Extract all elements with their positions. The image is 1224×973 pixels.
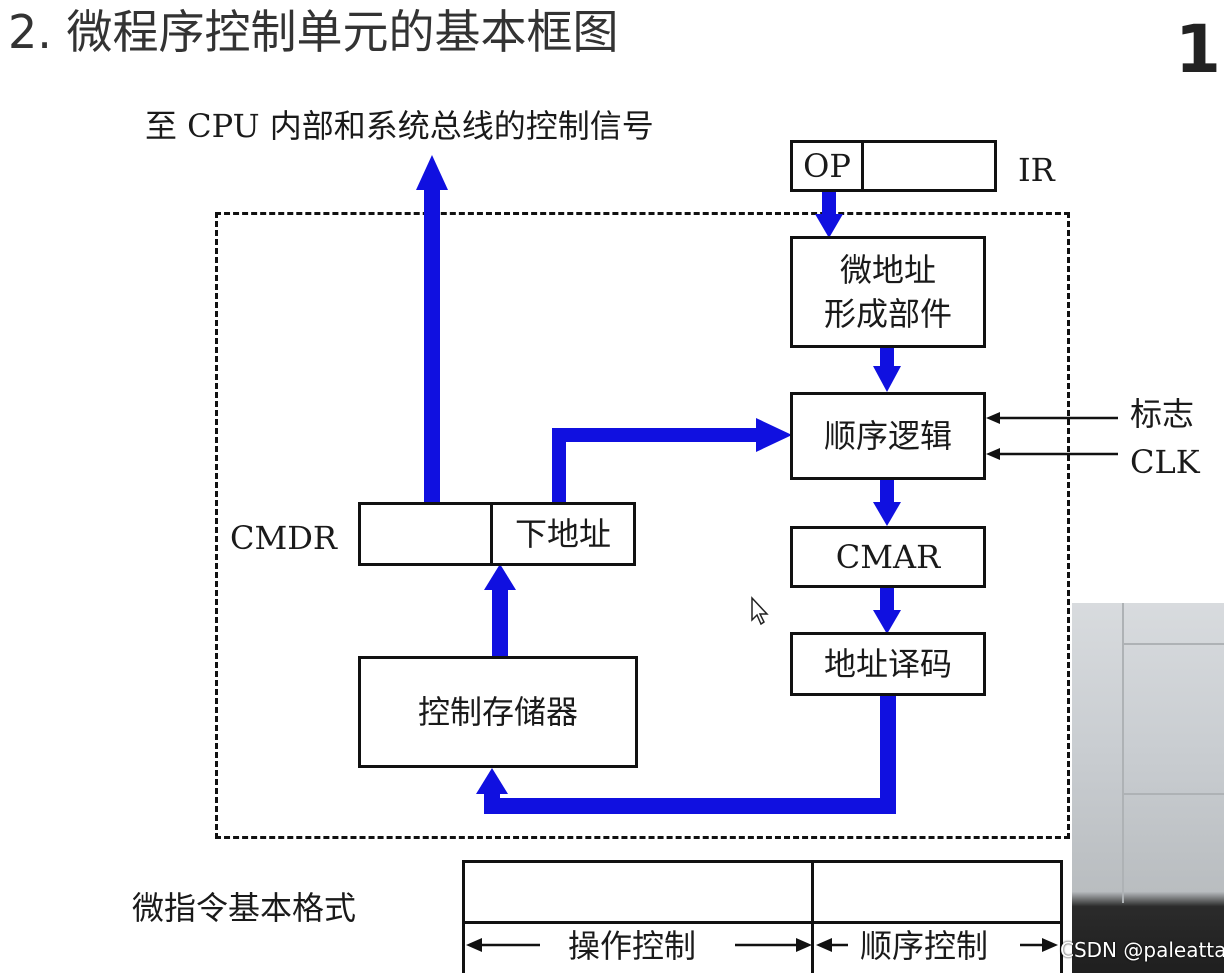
format-right-tick [1060,924,1063,973]
control-store: 控制存储器 [358,656,638,768]
ir-op-field: OP [790,140,864,192]
micro-address-unit-line2: 形成部件 [823,295,952,333]
microinstruction-format-label: 微指令基本格式 [132,889,357,927]
clk-label: CLK [1130,443,1200,481]
clk-arrow-head [986,448,1000,460]
ir-rest-field [861,140,997,192]
seq-control-arrow-left-head [816,938,832,952]
flag-label: 标志 [1130,395,1195,433]
output-signal-label: 至 CPU 内部和系统总线的控制信号 [145,107,654,145]
seq-arrow-shaft [880,478,894,504]
op-control-arrow-left-head [466,938,482,952]
ir-label: IR [1018,151,1055,189]
format-seq-control-field [811,860,1063,924]
seq-control-label: 顺序控制 [856,926,993,966]
decode-arrow-down [880,694,896,814]
cs-arrow-shaft [492,586,508,658]
cmar-register: CMAR [790,526,986,588]
op-control-arrow-right-head [796,938,812,952]
micro-address-unit: 微地址 形成部件 [790,236,986,348]
decode-arrow-head [476,768,508,794]
cpu-signal-arrow-shaft [424,188,440,504]
next-addr-arrow-up [552,428,566,504]
sequence-logic: 顺序逻辑 [790,392,986,480]
seq-arrow-head [873,502,901,526]
cmdr-label: CMDR [230,519,337,557]
format-left-tick [462,924,465,973]
cs-arrow-head [484,564,516,590]
watermark: CSDN @paleatta [1060,938,1224,962]
address-decoder: 地址译码 [790,632,986,696]
control-unit-boundary [215,212,1070,839]
maddr-arrow-head [873,366,901,392]
cmar-arrow-head [873,610,901,634]
next-addr-arrow-head [756,418,792,452]
op-arrow-head [815,214,843,238]
seq-control-arrow-right-head [1042,938,1058,952]
cmdr-control-field [358,502,494,566]
next-address-field: 下地址 [490,502,636,566]
flag-arrow-head [986,412,1000,424]
cpu-signal-arrow-head [416,155,448,190]
format-op-control-field [462,860,814,924]
op-arrow-shaft [822,190,836,216]
format-mid-tick [811,924,814,973]
decode-arrow-up [484,790,500,814]
page-title: 2. 微程序控制单元的基本框图 [8,5,619,59]
maddr-arrow-shaft [880,346,894,368]
next-addr-arrow-across [552,428,758,442]
webcam-overlay [1072,603,1224,973]
page-number: 1 [1175,11,1221,88]
micro-address-unit-line1: 微地址 [839,251,936,289]
cmar-arrow-shaft [880,586,894,612]
decode-arrow-across [484,798,896,814]
op-control-label: 操作控制 [564,926,701,966]
